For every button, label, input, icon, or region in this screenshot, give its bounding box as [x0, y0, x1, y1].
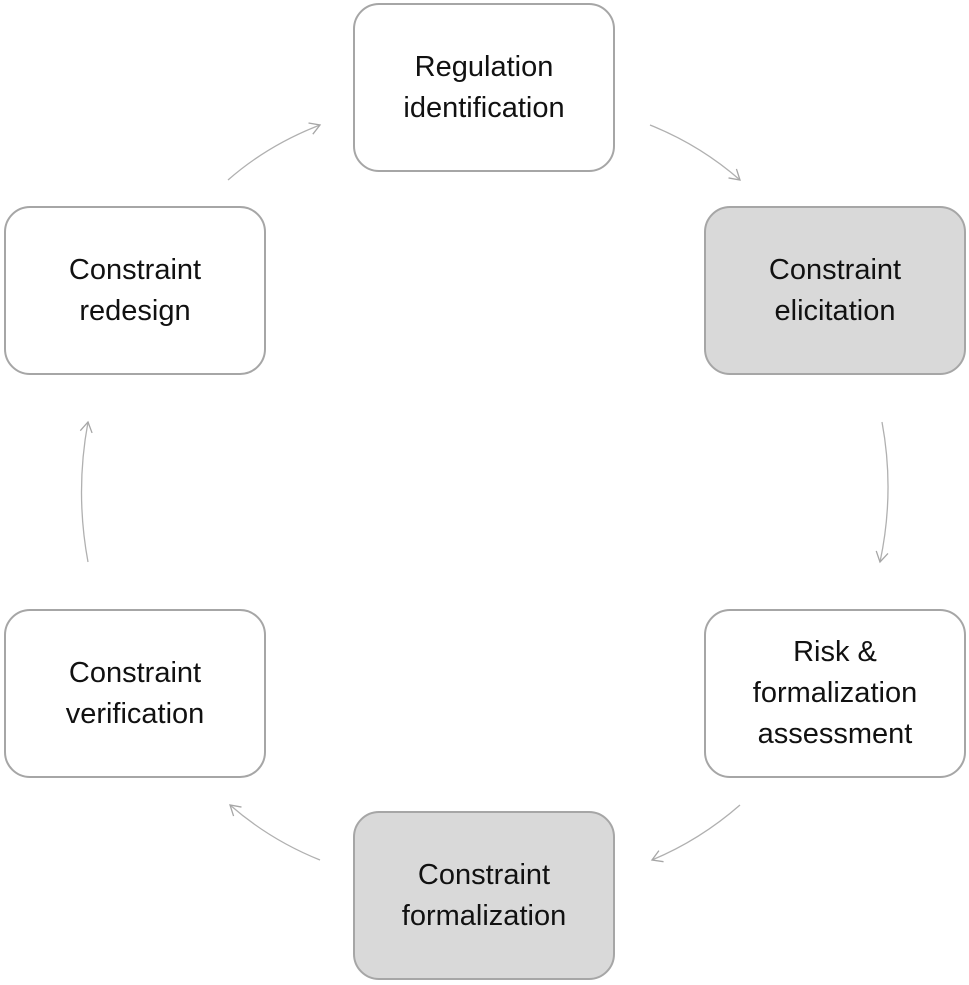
step-label: Constraint elicitation	[768, 253, 902, 327]
step-risk-formalization-assessment: Risk & formalization assessment	[704, 609, 966, 778]
arrow-assessment-to-formalization	[650, 804, 741, 863]
arrow-elicitation-to-assessment	[875, 421, 889, 564]
arrow-formalization-to-verification	[229, 804, 321, 861]
arrow-verification-to-redesign	[79, 420, 93, 563]
step-label: Constraint formalization	[401, 858, 567, 932]
step-constraint-formalization: Constraint formalization	[353, 811, 615, 980]
arrow-redesign-to-identification	[227, 122, 322, 181]
step-constraint-elicitation: Constraint elicitation	[704, 206, 966, 375]
step-label: Constraint redesign	[68, 253, 202, 327]
step-regulation-identification: Regulation identification	[353, 3, 615, 172]
step-label: Regulation identification	[403, 50, 565, 124]
step-label: Risk & formalization assessment	[752, 636, 918, 750]
step-constraint-redesign: Constraint redesign	[4, 206, 266, 375]
step-constraint-verification: Constraint verification	[4, 609, 266, 778]
step-label: Constraint verification	[65, 656, 205, 730]
arrow-identification-to-elicitation	[649, 124, 741, 181]
